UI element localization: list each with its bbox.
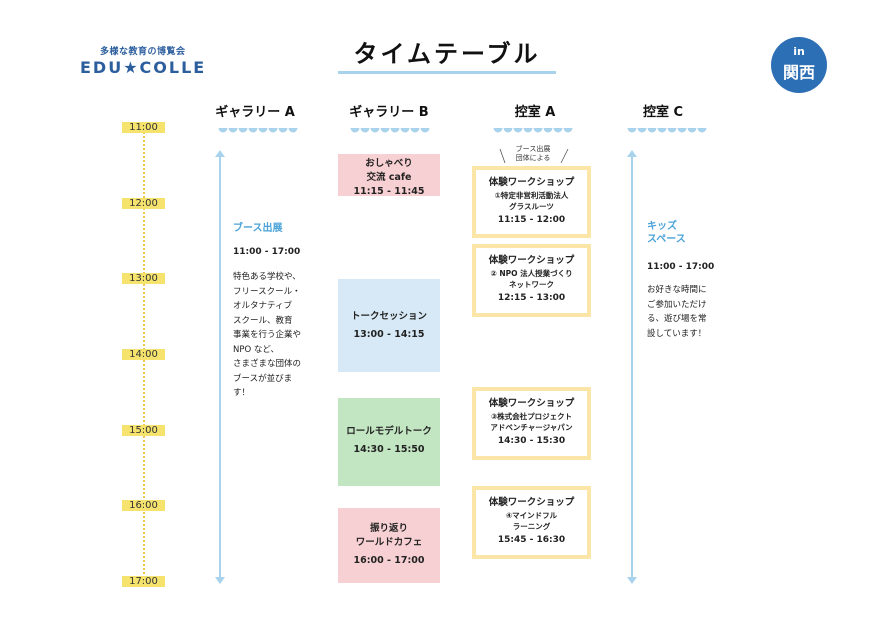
workshop-time: 15:45 - 16:30 [497,535,566,545]
description-line: る、遊び場を常 [647,314,707,324]
workshop-organizer: ①特定非営利活動法人 [494,191,569,200]
workshop-1: 体験ワークショップ ①特定非営利活動法人 グラスルーツ 11:15 - 12:0… [472,166,591,238]
logo-tagline: 多様な教育の博覧会 [100,47,186,57]
time-label: 11:00 [122,122,165,133]
description-line: フリースクール・ [233,286,301,297]
time-label: 16:00 [122,500,165,511]
logo-name: EDU★COLLE [80,58,207,77]
description-line: お好きな時間に [647,285,707,295]
time-label: 14:00 [122,349,165,360]
description-line: す！ [233,388,251,398]
time-label: 17:00 [122,576,165,587]
arrow-down-icon [627,577,637,584]
workshop-4: 体験ワークショップ ④マインドフル ラーニング 15:45 - 16:30 [472,486,591,559]
duration-line-room-c [631,156,633,578]
description-line: さまざまな団体の [233,359,302,369]
scallop-gallery-a [218,128,298,136]
workshop-heading: 体験ワークショップ [488,497,575,508]
room-c-time: 11:00 - 17:00 [647,262,715,272]
arrow-up-icon [215,150,225,157]
session-title: ロールモデルトーク [346,426,432,437]
room-c-description: お好きな時間に ご参加いただけ る、遊び場を常 設しています！ [647,283,727,341]
note-brackets [499,148,569,164]
description-line: オルタナティブ [233,301,292,311]
workshop-heading: 体験ワークショップ [488,398,575,409]
session-time: 16:00 - 17:00 [353,555,425,566]
column-header-gallery-b: ギャラリー B [349,105,429,120]
time-label: 15:00 [122,425,165,436]
session-title: トークセッション [350,311,427,322]
workshop-organizer: ネットワーク [509,280,554,289]
session-world-cafe: 振り返り ワールドカフェ 16:00 - 17:00 [338,508,440,583]
session-time: 11:15 - 11:45 [353,186,425,197]
note-line: ブース出展 [515,145,551,153]
column-header-room-a: 控室 A [514,105,556,120]
session-title: 交流 cafe [366,172,412,183]
arrow-up-icon [627,150,637,157]
scallop-room-a [493,128,573,136]
time-label: 13:00 [122,273,165,284]
room-c-title: キッズ スペース [647,220,686,246]
arrow-down-icon [215,577,225,584]
session-talk: トークセッション 13:00 - 14:15 [338,279,440,372]
description-line: 特色ある学校や、 [233,272,301,282]
note-line: 団体による [515,154,551,162]
workshop-2: 体験ワークショップ ② NPO 法人授業づくり ネットワーク 12:15 - 1… [472,244,591,317]
scallop-room-c [627,128,707,136]
title-line: キッズ [647,221,677,232]
column-header-room-c: 控室 C [642,105,684,120]
session-role-model: ロールモデルトーク 14:30 - 15:50 [338,398,440,486]
workshop-organizer: ④マインドフル [505,511,558,520]
region-badge: in 関西 [771,37,827,93]
title-line: スペース [647,234,686,245]
column-header-gallery-a: ギャラリー A [215,105,295,120]
time-label: 12:00 [122,198,165,209]
session-title: 振り返り [369,523,408,534]
gallery-a-time: 11:00 - 17:00 [233,247,301,257]
gallery-a-title: ブース出展 [233,223,283,234]
description-line: ブースが並びま [233,373,293,384]
session-time: 13:00 - 14:15 [353,329,425,340]
title-underline [338,71,556,74]
workshop-heading: 体験ワークショップ [488,255,575,266]
workshop-organizer: ② NPO 法人授業づくり [490,269,573,278]
duration-line-gallery-a [219,156,221,578]
page-title: タイムテーブル [353,40,541,68]
workshop-organizer: ラーニング [512,522,551,531]
workshop-time: 14:30 - 15:30 [497,436,566,446]
workshop-3: 体験ワークショップ ③株式会社プロジェクト アドベンチャージャパン 14:30 … [472,387,591,460]
session-title: ワールドカフェ [355,537,423,548]
workshop-time: 11:15 - 12:00 [497,215,566,225]
gallery-a-description: 特色ある学校や、 フリースクール・ オルタナティブ スクール、教育 事業を行う企… [233,270,323,401]
badge-region: 関西 [782,63,815,82]
session-time: 14:30 - 15:50 [353,444,425,455]
description-line: 設しています！ [647,328,707,339]
session-chat-cafe: おしゃべり 交流 cafe 11:15 - 11:45 [338,154,440,197]
description-line: スクール、教育 [233,315,293,326]
workshop-time: 12:15 - 13:00 [497,293,566,303]
scallop-gallery-b [350,128,430,136]
description-line: NPO など、 [233,344,279,355]
room-a-note: ブース出展 団体による [503,145,563,163]
badge-in: in [793,45,805,58]
workshop-organizer: ③株式会社プロジェクト [490,412,573,421]
workshop-organizer: グラスルーツ [509,202,554,211]
description-line: 事業を行う企業や [233,330,302,340]
workshop-heading: 体験ワークショップ [488,177,575,188]
workshop-organizer: アドベンチャージャパン [490,423,573,432]
session-title: おしゃべり [365,158,413,169]
description-line: ご参加いただけ [647,299,707,310]
